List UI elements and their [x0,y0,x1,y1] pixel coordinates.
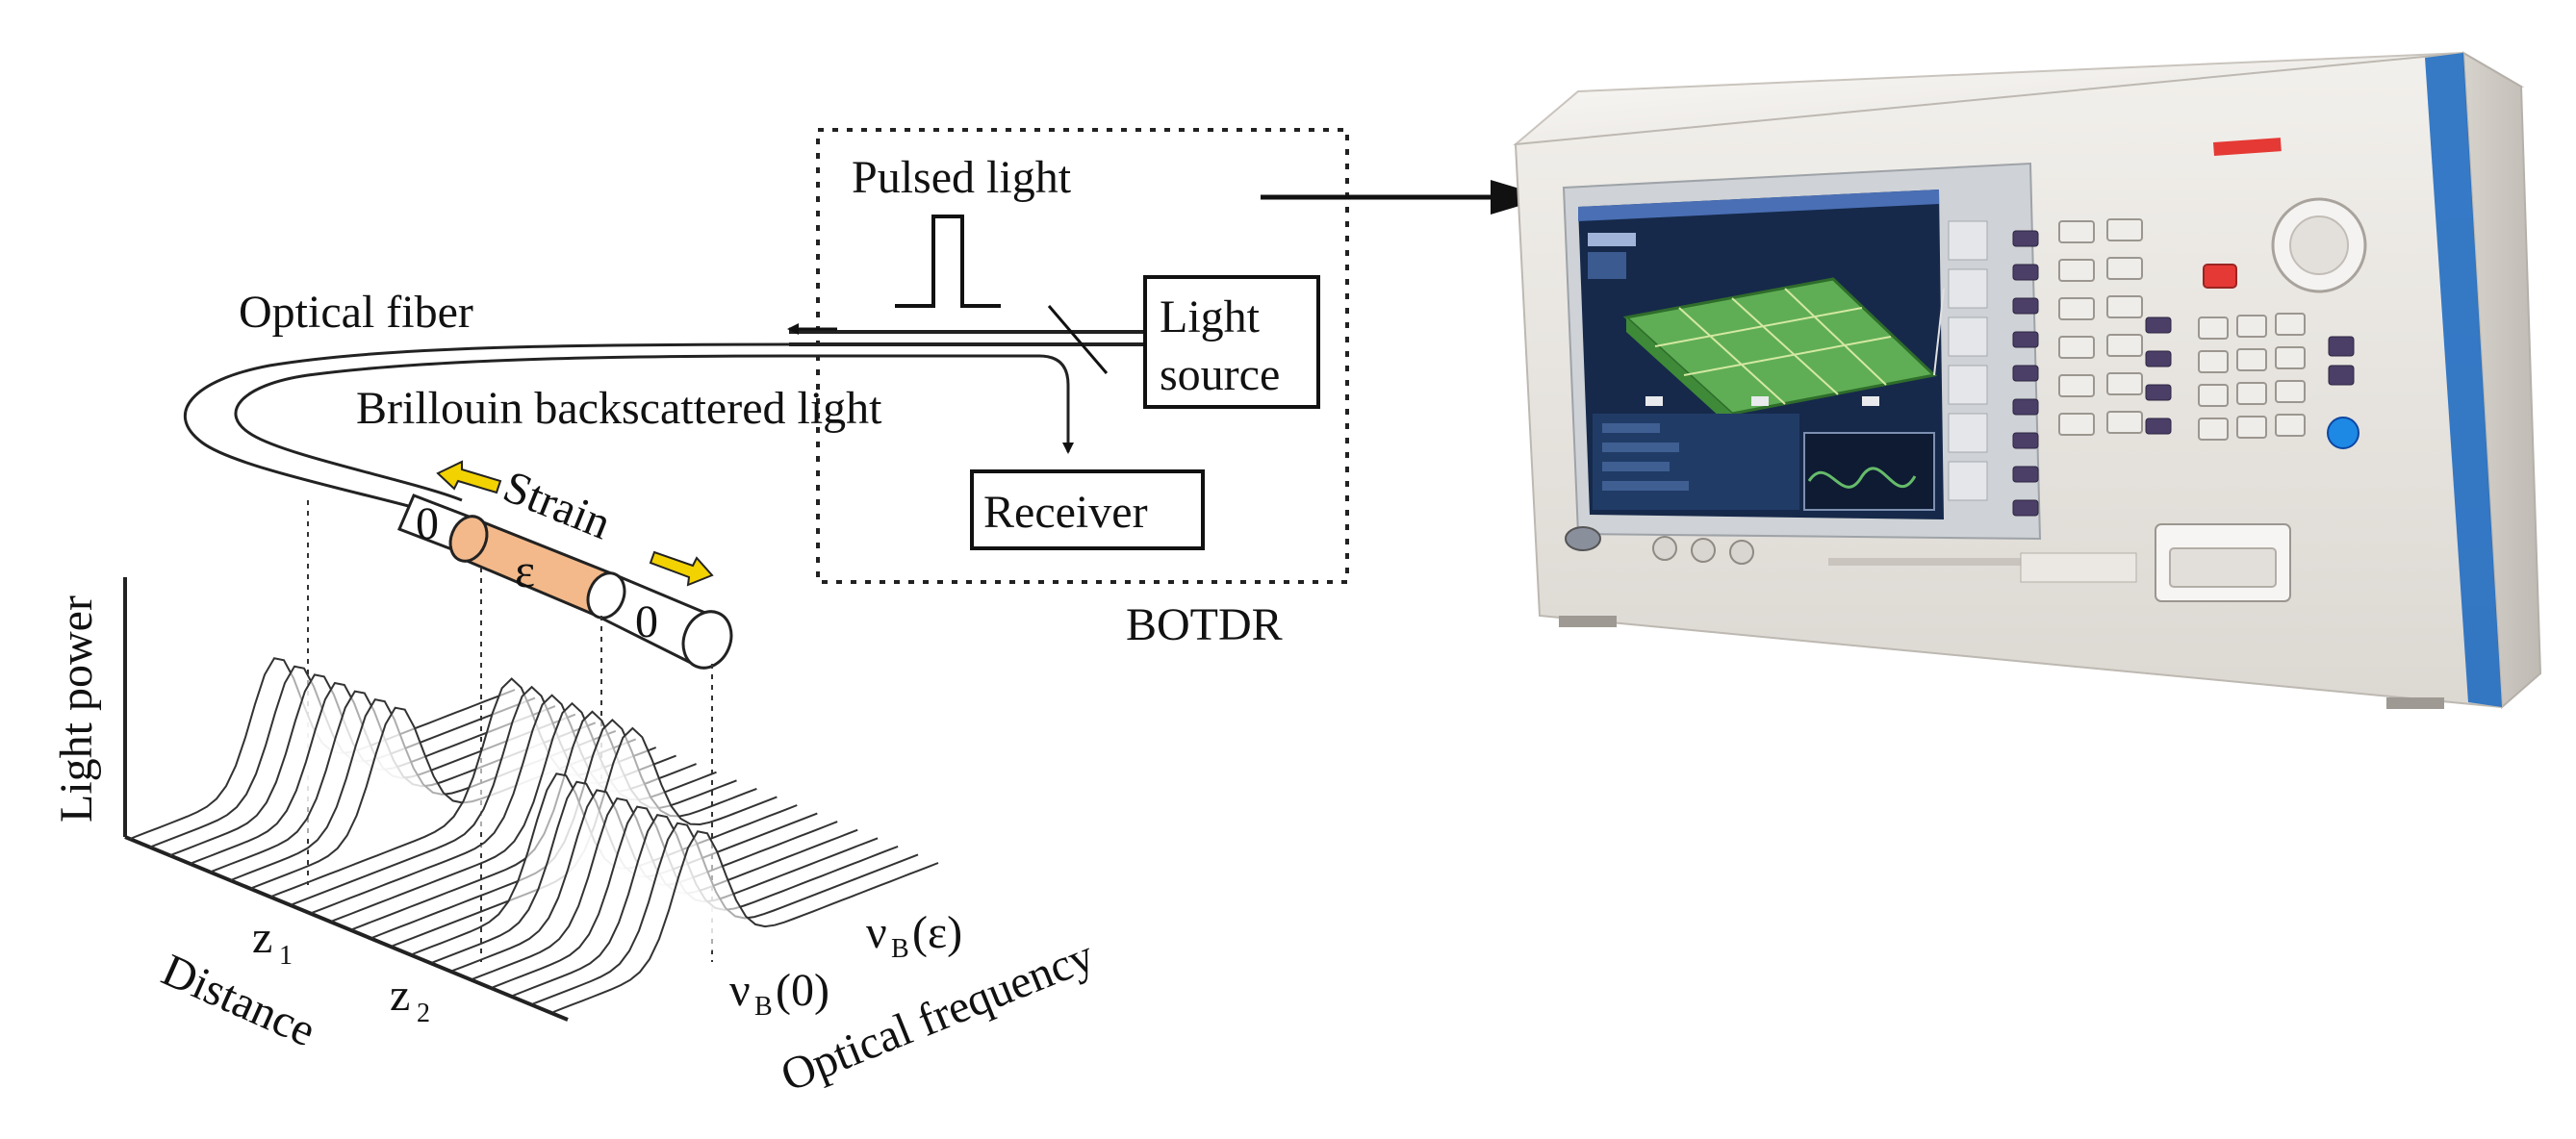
receiver-box [970,469,1205,550]
zero-left-label: 0 [416,498,439,549]
power-button [1565,526,1601,551]
pulse-shape [895,215,1001,308]
strain-arrow-left [436,460,502,494]
svg-text:B: B [891,934,909,964]
light-source-label-line1: Light [1160,291,1261,342]
brillouin-label: Brillouin backscattered light [356,383,882,434]
svg-text:ν: ν [866,907,887,958]
light-source-label-line2: source [1160,349,1280,400]
printer-slot [2155,523,2291,602]
nu-b-epsilon-label: ν B (ε) [866,907,962,964]
numeric-keypad [2198,313,2306,441]
fiber-cylinder [397,494,733,670]
power-led [2213,138,2282,156]
red-key [2203,264,2237,289]
light-power-label: Light power [51,595,102,823]
epsilon-label: ε [515,544,535,597]
svg-text:B: B [754,992,773,1022]
zero-right-label: 0 [635,596,658,647]
blue-key [2327,417,2359,449]
receiver-label: Receiver [983,487,1148,538]
z1-label: z 1 [252,912,293,971]
z2-label: z 2 [390,970,430,1028]
botdr-label: BOTDR [1126,599,1283,650]
svg-text:1: 1 [279,941,293,971]
botdr-instrument [1513,51,2542,710]
spectrum-plot [123,500,939,1022]
rotary-knob [2271,197,2367,293]
distance-axis [124,835,569,1022]
pulsed-light-label: Pulsed light [852,152,1072,203]
soft-key-column [2012,230,2039,517]
optical-fiber-label: Optical fiber [239,287,473,338]
light-source-box [1143,275,1320,409]
beam-splitter [1047,305,1109,374]
function-buttons [2058,218,2143,436]
optical-fiber-path [183,330,1145,521]
spectrum-trace [552,830,939,1013]
svg-text:2: 2 [417,999,430,1028]
distance-label: Distance [155,945,323,1057]
accent-stripe [2425,53,2502,707]
spectrum-traces [129,657,939,1013]
screen-plot [1622,277,1945,428]
nu-b-zero-label: ν B (0) [729,965,829,1022]
svg-text:z: z [252,912,272,963]
svg-text:ν: ν [729,965,751,1016]
svg-text:z: z [390,970,410,1021]
svg-text:(ε): (ε) [912,907,962,958]
strain-arrow-right [649,550,714,587]
front-connectors [1652,536,1754,565]
svg-text:(0): (0) [776,965,829,1016]
